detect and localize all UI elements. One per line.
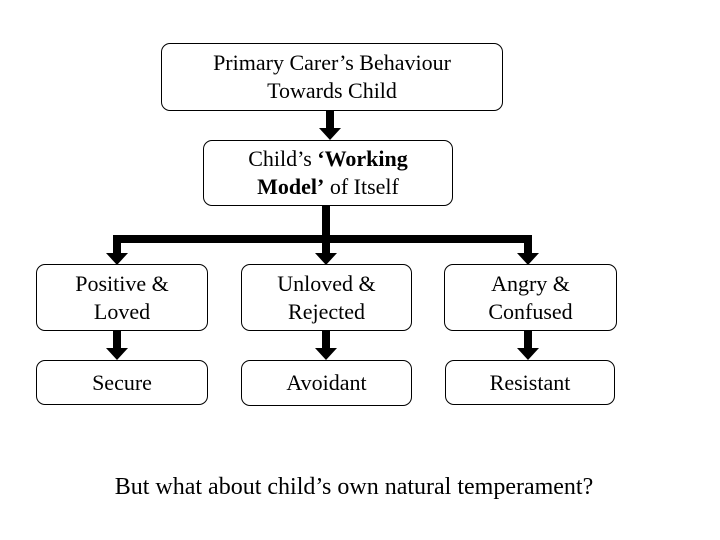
angry-confused-box: Angry & Confused [444,264,617,331]
arrow-top-to-model-head-icon [319,128,341,140]
primary-carers-behaviour-box: Primary Carer’s Behaviour Towards Child [161,43,503,111]
avoidant-box: Avoidant [241,360,412,406]
branch-drop-stem-left [113,242,121,254]
arrow-unloved-to-avoidant-stem [322,331,330,349]
positive-loved-line1: Positive & [75,270,169,296]
top-box-line1: Primary Carer’s Behaviour [213,50,451,75]
arrow-top-to-model-stem [326,110,334,129]
footer-question: But what about child’s own natural tempe… [114,474,594,500]
unloved-rejected-line2: Rejected [288,298,365,324]
resistant-box: Resistant [445,360,615,405]
angry-confused-line1: Angry & [491,270,570,296]
model-box-line2-regular: of Itself [324,174,399,199]
secure-box: Secure [36,360,208,405]
avoidant-label: Avoidant [286,370,367,395]
arrow-angry-to-resistant-head-icon [517,348,539,360]
top-box-line2: Towards Child [267,78,397,103]
model-box-line2: Model’ of Itself [257,173,399,201]
arrow-positive-to-secure-head-icon [106,348,128,360]
model-box-line2-bold: Model’ [257,174,325,199]
arrow-positive-to-secure-stem [113,331,121,349]
branch-arrow-head-center-icon [315,253,337,265]
secure-label: Secure [92,369,152,395]
arrow-unloved-to-avoidant-head-icon [315,348,337,360]
positive-loved-box: Positive & Loved [36,264,208,331]
branch-connector-bar [113,235,532,243]
model-box-line1-bold: ‘Working [317,146,408,171]
unloved-rejected-box: Unloved & Rejected [241,264,412,331]
resistant-label: Resistant [489,369,571,395]
branch-drop-stem-center [322,242,330,254]
branch-arrow-head-right-icon [517,253,539,265]
model-box-line1: Child’s ‘Working [248,145,408,173]
childs-working-model-box: Child’s ‘Working Model’ of Itself [203,140,453,206]
unloved-rejected-line1: Unloved & [277,270,376,296]
branch-arrow-head-left-icon [106,253,128,265]
branch-drop-stem-right [524,242,532,254]
model-box-line1-regular: Child’s [248,146,318,171]
arrow-angry-to-resistant-stem [524,331,532,349]
branch-connector-stem [322,205,330,236]
angry-confused-line2: Confused [488,298,573,324]
positive-loved-line2: Loved [93,298,151,324]
